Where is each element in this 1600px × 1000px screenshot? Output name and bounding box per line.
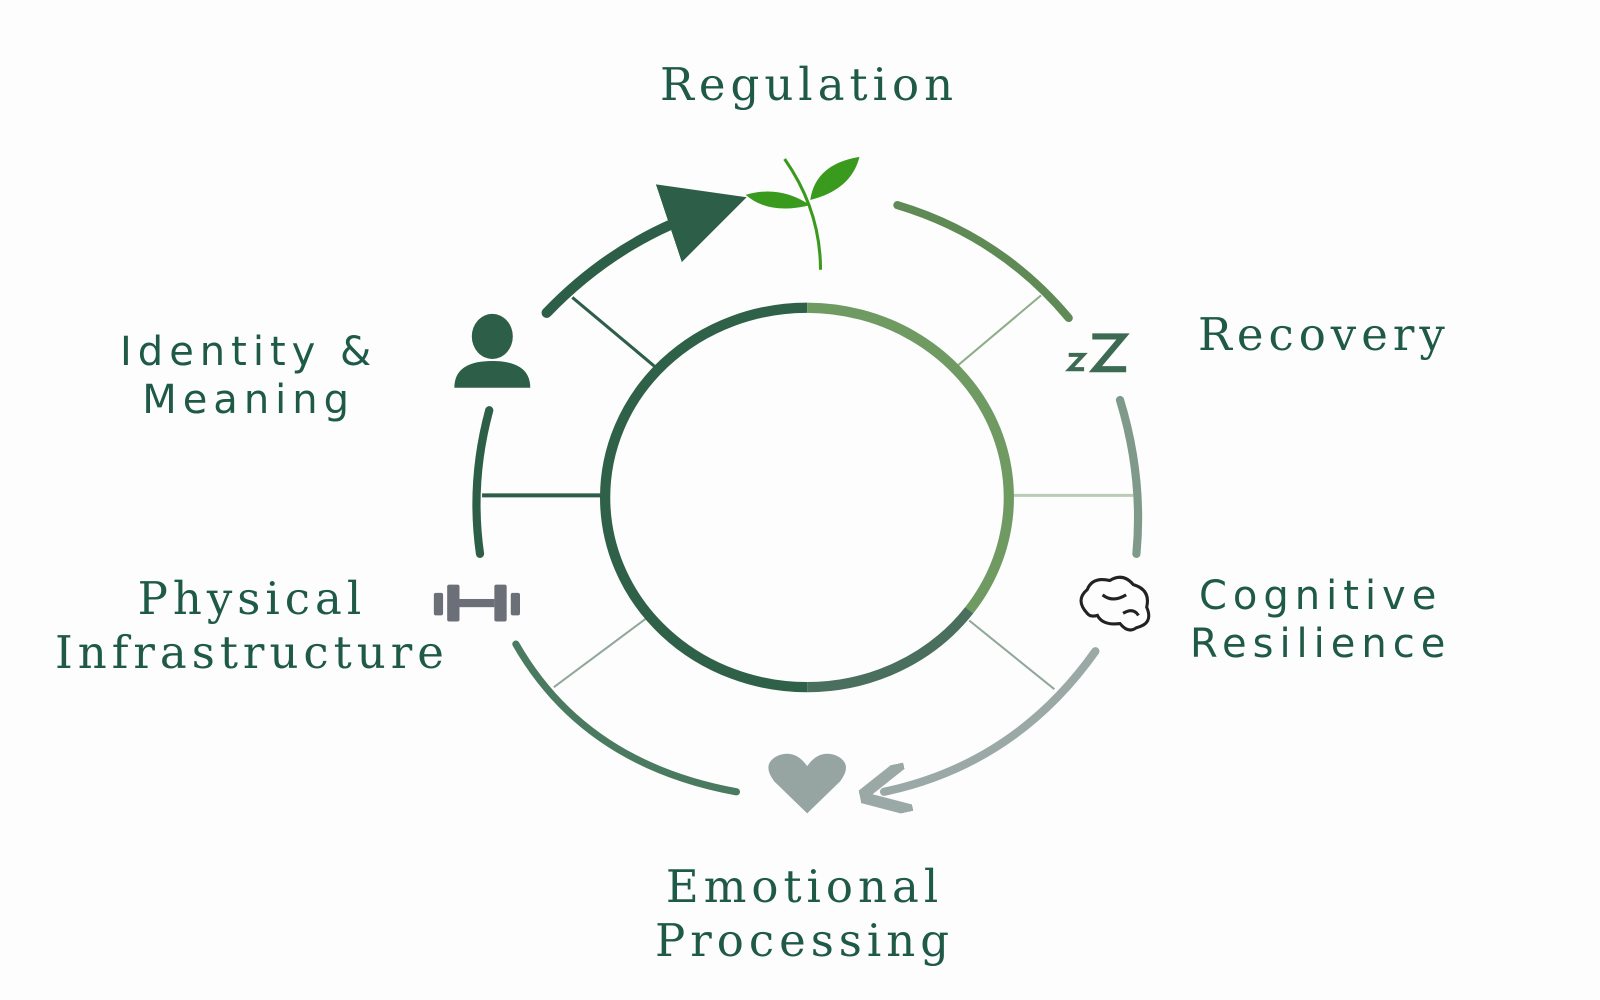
label-line: Identity & <box>120 329 378 375</box>
label-recovery: Recovery <box>1198 308 1450 361</box>
label-line: Infrastructure <box>55 626 449 679</box>
label-line: Resilience <box>1190 621 1452 667</box>
arc-emotional-to-physical <box>512 640 740 796</box>
arc-recovery-to-cognitive <box>1115 395 1143 558</box>
sprout-icon <box>745 156 860 270</box>
spoke-bottom-left <box>553 617 647 689</box>
label-line: Cognitive <box>1199 573 1443 619</box>
sleep-zz-icon <box>1065 333 1130 373</box>
label-regulation: Regulation <box>660 58 959 111</box>
arc-physical-to-identity <box>472 406 494 558</box>
center-ring-right <box>807 302 1014 614</box>
label-line: Emotional <box>665 860 944 913</box>
label-emotional-processing: Emotional Processing <box>655 860 954 968</box>
label-identity-meaning: Identity & Meaning <box>120 328 377 424</box>
brain-icon <box>1079 575 1151 632</box>
person-icon <box>454 313 531 388</box>
label-cognitive-resilience: Cognitive Resilience <box>1190 572 1451 668</box>
spoke-recovery <box>956 294 1042 367</box>
center-ring-bottom-right <box>807 607 974 693</box>
arc-cognitive-to-emotional <box>884 647 1100 792</box>
arc-identity-to-regulation <box>541 184 747 318</box>
arc-regulation-to-recovery <box>893 201 1073 323</box>
label-line: Physical <box>137 572 367 625</box>
label-line: Processing <box>655 914 955 967</box>
heart-icon <box>768 753 846 814</box>
dumbbell-icon <box>433 584 520 622</box>
label-physical-infrastructure: Physical Infrastructure <box>55 572 449 680</box>
spoke-identity <box>571 296 656 368</box>
spoke-bottom-right <box>968 619 1056 691</box>
center-ring-left <box>600 302 808 693</box>
label-line: Meaning <box>142 377 356 423</box>
